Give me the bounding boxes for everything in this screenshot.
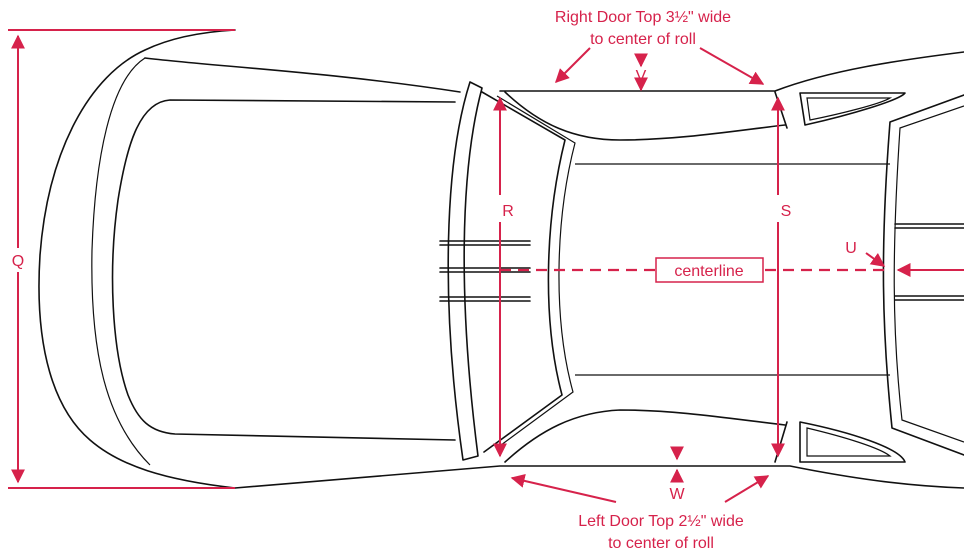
windshield: [439, 81, 576, 461]
dimension-v: V: [634, 53, 648, 92]
right-door-callout-line1: Right Door Top 3½" wide: [555, 9, 731, 26]
dimension-s-label: S: [781, 203, 792, 220]
car-body: [38, 29, 964, 489]
right-quarter-window: [799, 92, 906, 126]
right-door-callout: Right Door Top 3½" wide to center of rol…: [555, 9, 765, 85]
rear-deck: [882, 94, 964, 456]
dimension-w-label: W: [669, 486, 685, 503]
car-upper-outline: [499, 51, 964, 92]
centerline-label: centerline: [674, 263, 743, 280]
centerline: centerline: [500, 257, 888, 283]
car-outer-outline: [38, 29, 964, 489]
left-door-callout: Left Door Top 2½" wide to center of roll: [510, 474, 770, 552]
left-quarter-window: [799, 421, 906, 463]
hood-outline: [111, 99, 456, 441]
rear-section: [799, 92, 964, 463]
dimension-s: S: [771, 96, 792, 458]
left-door-callout-line1: Left Door Top 2½" wide: [578, 513, 744, 530]
centerline-label-box: [655, 257, 764, 283]
front-inner-outline: [91, 57, 151, 466]
left-door-callout-line2: to center of roll: [608, 535, 714, 552]
dimension-u: U: [845, 240, 964, 277]
dimension-r: R: [493, 96, 514, 458]
dimension-r-label: R: [502, 203, 514, 220]
dimension-q: Q: [8, 29, 235, 489]
right-door-callout-line2: to center of roll: [590, 31, 696, 48]
dimension-u-label: U: [845, 240, 857, 257]
hood-upper-fender: [144, 57, 461, 93]
dimension-v-label: V: [636, 68, 647, 85]
dimension-w: W: [669, 446, 685, 503]
dimension-q-label: Q: [12, 253, 24, 270]
